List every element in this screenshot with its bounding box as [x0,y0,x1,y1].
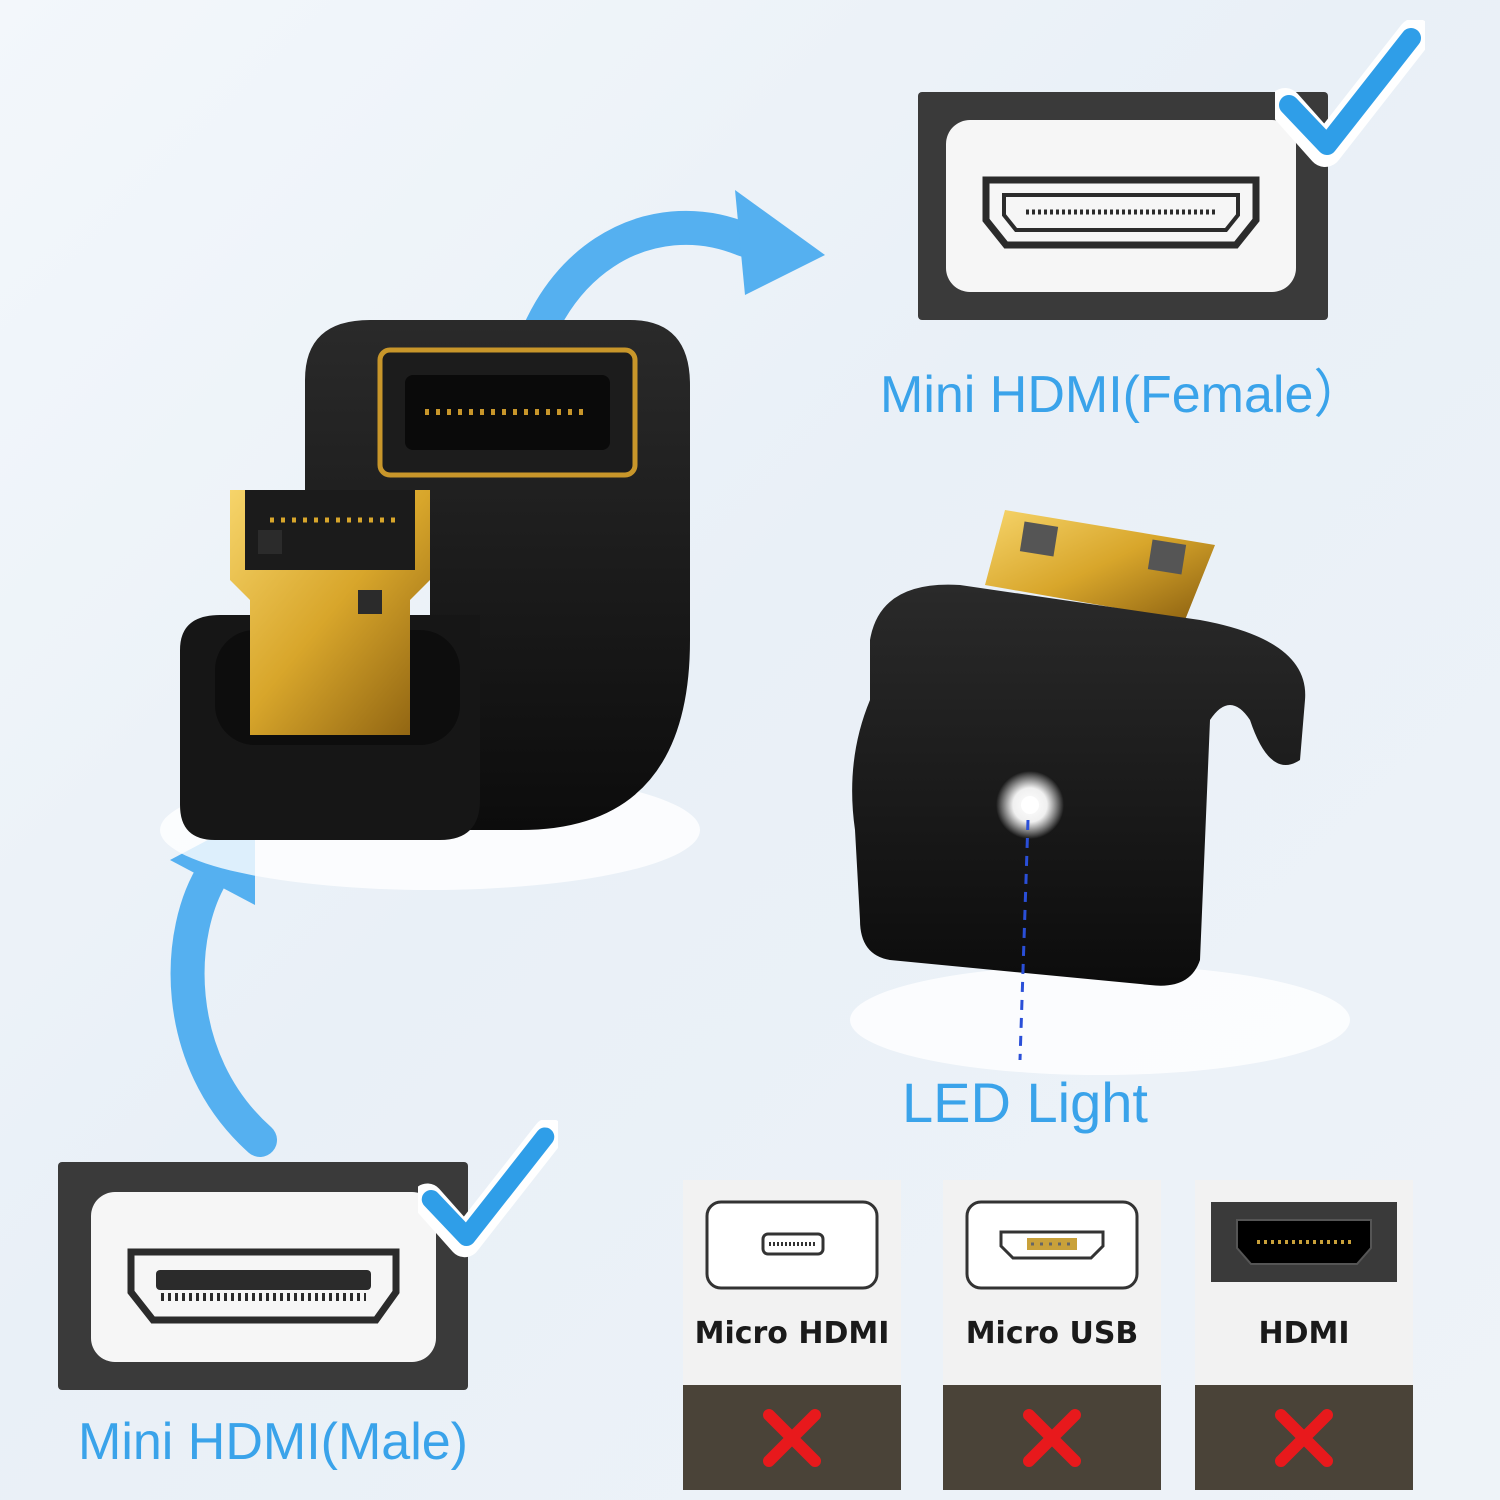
led-pointer-line [1018,819,1030,1061]
female-port-card [918,92,1328,320]
compare-result-bar [943,1385,1161,1490]
check-icon [1275,20,1425,167]
led-label: LED Light [902,1071,1148,1134]
mini-hdmi-female-port-icon [982,176,1260,249]
compare-result-bar [683,1385,901,1490]
compare-name: HDMI [1258,1316,1350,1351]
compare-micro-hdmi: Micro HDMI [683,1180,901,1490]
u-adapter-front-view [160,320,700,890]
micro-usb-port-icon [965,1200,1139,1290]
u-adapter-back-view [850,510,1350,1075]
check-icon [418,1120,558,1258]
cross-icon [1023,1408,1081,1467]
male-port-card [58,1162,468,1390]
compare-result-bar [1195,1385,1413,1490]
female-label: Mini HDMI(Female） [880,366,1366,424]
compare-name: Micro USB [965,1316,1139,1351]
male-label: Mini HDMI(Male) [78,1413,468,1471]
compare-name: Micro HDMI [694,1316,890,1351]
cross-icon [763,1408,821,1467]
hdmi-port-icon [1211,1202,1397,1282]
mini-hdmi-male-port-icon [127,1248,400,1324]
cross-icon [1275,1408,1333,1467]
micro-hdmi-port-icon [705,1200,879,1290]
compare-hdmi: HDMI [1195,1180,1413,1490]
compare-micro-usb: Micro USB [943,1180,1161,1490]
